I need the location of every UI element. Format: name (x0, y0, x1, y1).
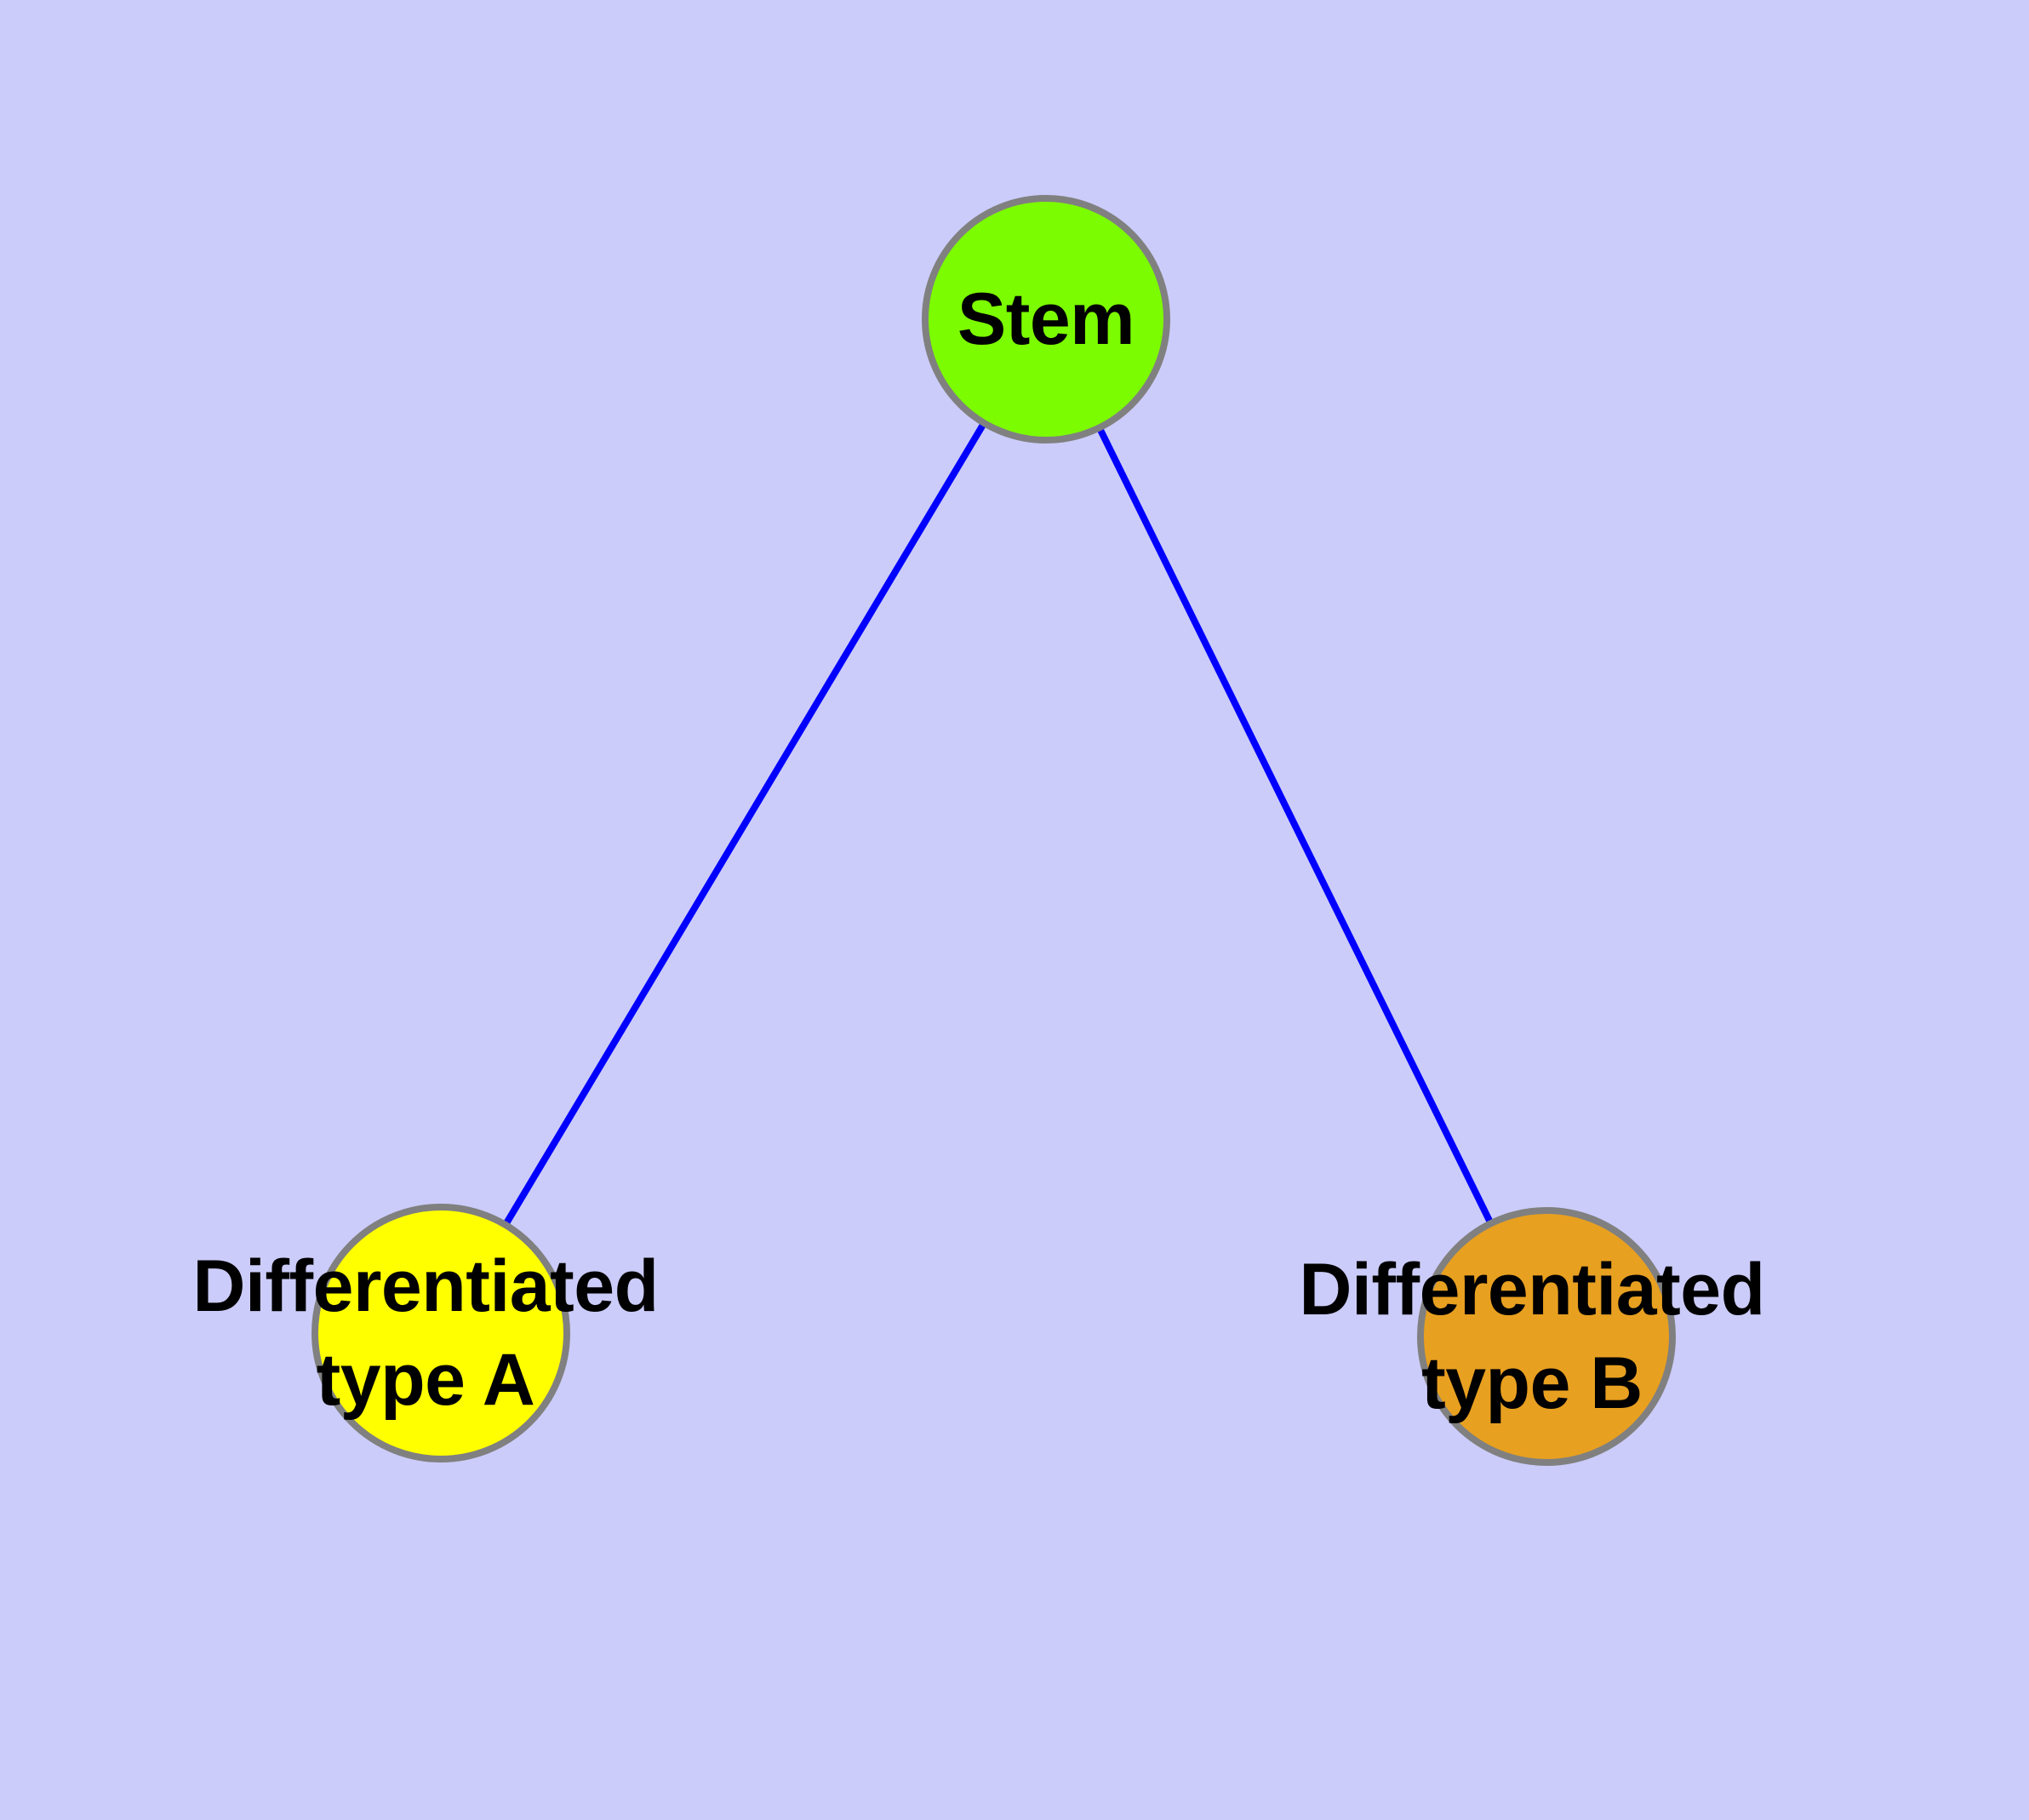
edge-stem-to-diff-b[interactable] (1043, 318, 1550, 1338)
node-differentiated-type-b[interactable] (1417, 1207, 1676, 1466)
edge-stem-to-diff-a[interactable] (437, 317, 1049, 1336)
node-differentiated-type-a[interactable] (311, 1204, 570, 1462)
node-stem[interactable] (922, 195, 1170, 444)
